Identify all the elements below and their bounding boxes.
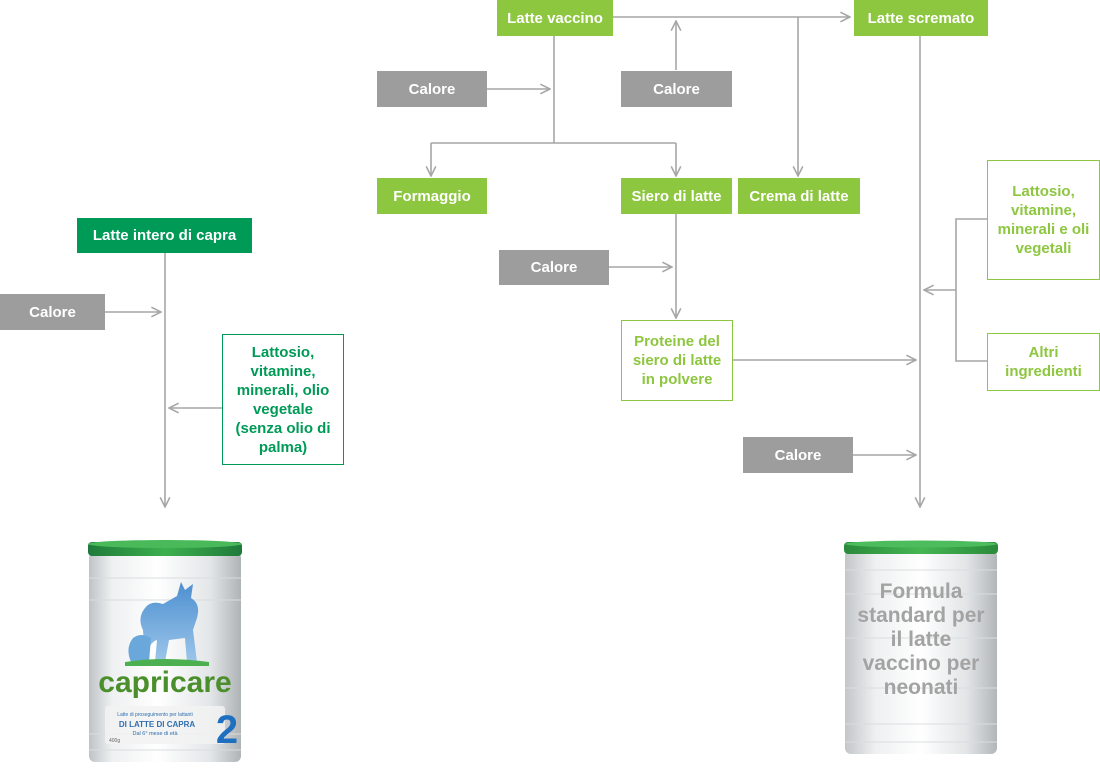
capricare-weight: 400g [109,738,120,744]
left-heat-box: Calore [0,294,105,330]
skim-milk-box: Latte scremato [854,0,988,36]
heat-box-1: Calore [377,71,487,107]
standard-can-graphic [844,540,998,754]
goat-whole-milk-box: Latte intero di capra [77,218,252,253]
capricare-can: capricare Latte di proseguimento per lat… [85,538,245,766]
left-additives-box: Lattosio, vitamine, minerali, olio veget… [222,334,344,465]
whey-box: Siero di latte [621,178,732,214]
capricare-line1: Latte di proseguimento per lattanti [117,712,193,718]
capricare-line2: DI LATTE DI CAPRA [119,720,196,729]
standard-can-label: Formula standard per il latte vaccino pe… [857,580,985,699]
heat-box-2: Calore [621,71,732,107]
capricare-stage-number: 2 [216,708,238,752]
whey-protein-box: Proteine del siero di latte in polvere [621,320,733,401]
heat-box-3: Calore [499,250,609,285]
capricare-brand-text: capricare [98,666,231,699]
other-ingredients-box: Altri ingredienti [987,333,1100,391]
cream-box: Crema di latte [738,178,860,214]
standard-formula-can: Formula standard per il latte vaccino pe… [842,538,1000,766]
cheese-box: Formaggio [377,178,487,214]
capricare-line3: Dal 6° mese di età [133,731,179,737]
capricare-can-graphic: capricare Latte di proseguimento per lat… [88,540,242,762]
heat-box-4: Calore [743,437,853,473]
additives-bracket [955,218,987,362]
right-additives-box: Lattosio, vitamine, minerali e oli veget… [987,160,1100,280]
cow-milk-box: Latte vaccino [497,0,613,36]
